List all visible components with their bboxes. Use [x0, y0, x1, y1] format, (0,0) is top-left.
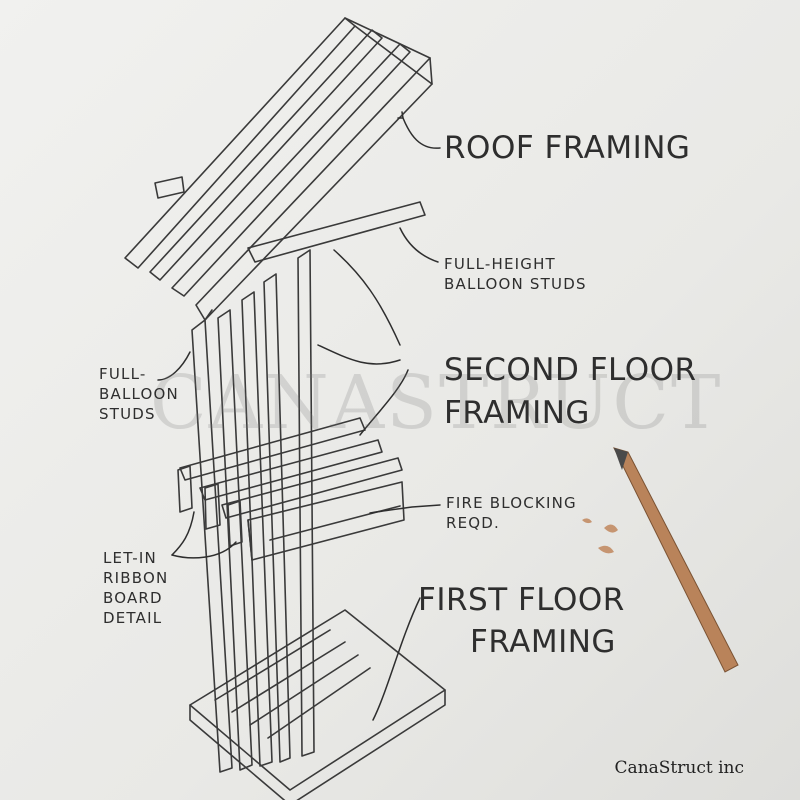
first-floor-label-line1: FIRST FLOOR — [418, 582, 625, 618]
balloon-studs — [191, 249, 315, 773]
fire-blocking-label-line1: FIRE BLOCKING — [446, 494, 577, 512]
ceiling-joist — [154, 176, 426, 263]
first-floor-framing — [189, 609, 446, 800]
pencil-icon — [582, 447, 739, 673]
fire-blocking — [177, 465, 243, 547]
second-floor-label-line1: SECOND FLOOR — [444, 352, 697, 388]
full-balloon-label-line3: STUDS — [99, 405, 156, 423]
let-in-label-line2: RIBBON — [103, 569, 169, 587]
second-floor-label-line2: FRAMING — [444, 395, 590, 431]
brand-signature: CanaStruct inc — [614, 758, 744, 778]
roof-rafters — [124, 17, 433, 321]
full-height-label-line1: FULL-HEIGHT — [444, 255, 556, 273]
let-in-label-line3: BOARD — [103, 589, 163, 607]
let-in-label-line4: DETAIL — [103, 609, 163, 627]
fire-blocking-label-line2: REQD. — [446, 514, 501, 532]
full-height-label-line2: BALLOON STUDS — [444, 275, 587, 293]
watermark: CANASTRUCT — [150, 360, 723, 446]
first-floor-label-line2: FRAMING — [470, 624, 616, 660]
roof-framing-label: ROOF FRAMING — [444, 130, 691, 166]
let-in-label-line1: LET-IN — [103, 549, 157, 567]
full-balloon-label-line1: FULL- — [99, 365, 147, 383]
full-balloon-label-line2: BALLOON — [99, 385, 179, 403]
leader-lines — [157, 111, 441, 721]
